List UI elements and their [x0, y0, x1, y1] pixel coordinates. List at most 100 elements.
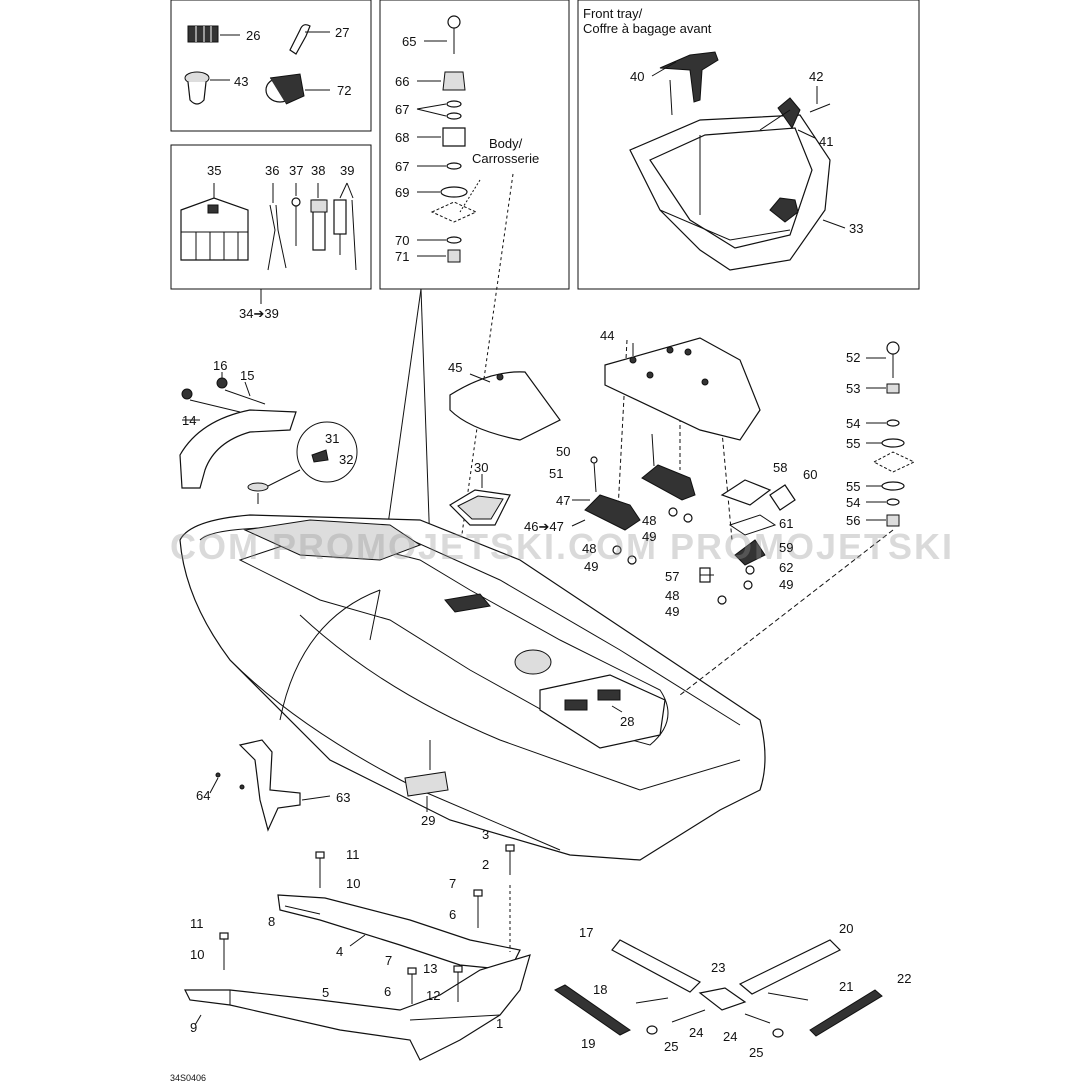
screwdriver-39-icon — [333, 182, 357, 271]
callout: 30 — [474, 460, 489, 475]
storage-cover-45-icon — [449, 371, 561, 441]
callout: 35 — [207, 163, 222, 178]
latch-41-icon — [759, 97, 816, 139]
callout: 55 — [846, 436, 861, 451]
callout: 48 — [642, 513, 657, 528]
inset-box-tool-kit — [170, 144, 372, 290]
callout: 67 — [395, 159, 410, 174]
seat-44-icon — [604, 337, 761, 441]
callout: 29 — [421, 813, 436, 828]
trim-rails-icon — [554, 939, 883, 1038]
callout: 6 — [449, 907, 457, 922]
bumper-29-icon — [404, 771, 449, 812]
callout: 31 — [325, 431, 340, 446]
hatch-cover-30-icon — [449, 474, 511, 526]
callout: 25 — [664, 1039, 679, 1054]
callout: 69 — [395, 185, 410, 200]
callout: 43 — [234, 74, 249, 89]
callout: 58 — [773, 460, 788, 475]
callout: 8 — [268, 914, 276, 929]
hull-body-icon — [179, 514, 766, 861]
callout: 4 — [336, 944, 344, 959]
callout: 26 — [246, 28, 261, 43]
callout: 11 — [346, 847, 360, 862]
callout: 66 — [395, 74, 410, 89]
callout: 64 — [196, 788, 211, 803]
callout: 57 — [665, 569, 680, 584]
callout: 47 — [556, 493, 571, 508]
callout: 33 — [849, 221, 864, 236]
body-label: Body/ Carrosserie — [472, 136, 540, 166]
callout: 12 — [426, 988, 441, 1003]
inset-box-clips — [170, 0, 372, 132]
callout: 65 — [402, 34, 417, 49]
callout: 55 — [846, 479, 861, 494]
pliers-36-icon — [267, 183, 287, 271]
cable-tie-27-icon — [289, 24, 330, 55]
callout: 54 — [846, 416, 861, 431]
callout: 23 — [711, 960, 726, 975]
callout: 7 — [385, 953, 393, 968]
bracket-63-icon — [209, 739, 331, 832]
callout: 48 — [582, 541, 597, 556]
callout: 11 — [190, 916, 204, 931]
latch-hook-58-60-icon — [699, 479, 796, 605]
callout: 56 — [846, 513, 861, 528]
seat-latch-46-47-icon — [571, 433, 696, 565]
strap-40-icon — [651, 51, 719, 116]
callout: 13 — [423, 961, 438, 976]
clamp-72-icon — [265, 73, 330, 105]
callout: 32 — [339, 452, 354, 467]
callout: 19 — [581, 1036, 596, 1051]
callout: 39 — [340, 163, 355, 178]
callout: 7 — [449, 876, 457, 891]
callout: 37 — [289, 163, 304, 178]
callout: 68 — [395, 130, 410, 145]
front-tray-33-icon — [629, 114, 846, 271]
clip-26-icon — [187, 25, 240, 43]
callout: 38 — [311, 163, 326, 178]
callout: 1 — [496, 1016, 504, 1031]
callout: 61 — [779, 516, 794, 531]
side-pad-4-icon — [277, 894, 521, 971]
fastener-stack-icon — [416, 15, 481, 263]
callout: 36 — [265, 163, 280, 178]
callout: 42 — [809, 69, 824, 84]
callout: 27 — [335, 25, 350, 40]
callout: 3 — [482, 827, 490, 842]
callout: 70 — [395, 233, 410, 248]
callout: 49 — [584, 559, 599, 574]
callout: 15 — [240, 368, 255, 383]
callout: 21 — [839, 979, 854, 994]
right-hardware-stack-icon — [866, 341, 916, 527]
callout: 71 — [395, 249, 410, 264]
callout: 9 — [190, 1020, 198, 1035]
callout: 5 — [322, 985, 330, 1000]
callout: 72 — [337, 83, 352, 98]
callout: 28 — [620, 714, 635, 729]
callout: 49 — [665, 604, 680, 619]
callout: 45 — [448, 360, 463, 375]
callout: 51 — [549, 466, 564, 481]
wrench-37-icon — [291, 183, 301, 246]
callout: 34➔39 — [239, 306, 279, 321]
spark-plug-wrench-38-icon — [310, 183, 328, 251]
callout: 50 — [556, 444, 571, 459]
callout: 22 — [897, 971, 912, 986]
callout: 67 — [395, 102, 410, 117]
callout: 10 — [190, 947, 205, 962]
callout: 17 — [579, 925, 594, 940]
callout: 46➔47 — [524, 519, 564, 534]
callout: 20 — [839, 921, 854, 936]
callout: 40 — [630, 69, 645, 84]
callout: 16 — [213, 358, 228, 373]
callout: 41 — [819, 134, 834, 149]
callout: 63 — [336, 790, 351, 805]
callout: 54 — [846, 495, 861, 510]
callout: 53 — [846, 381, 861, 396]
inset-box-front-tray — [577, 0, 920, 290]
callout: 6 — [384, 984, 392, 999]
callout: 48 — [665, 588, 680, 603]
